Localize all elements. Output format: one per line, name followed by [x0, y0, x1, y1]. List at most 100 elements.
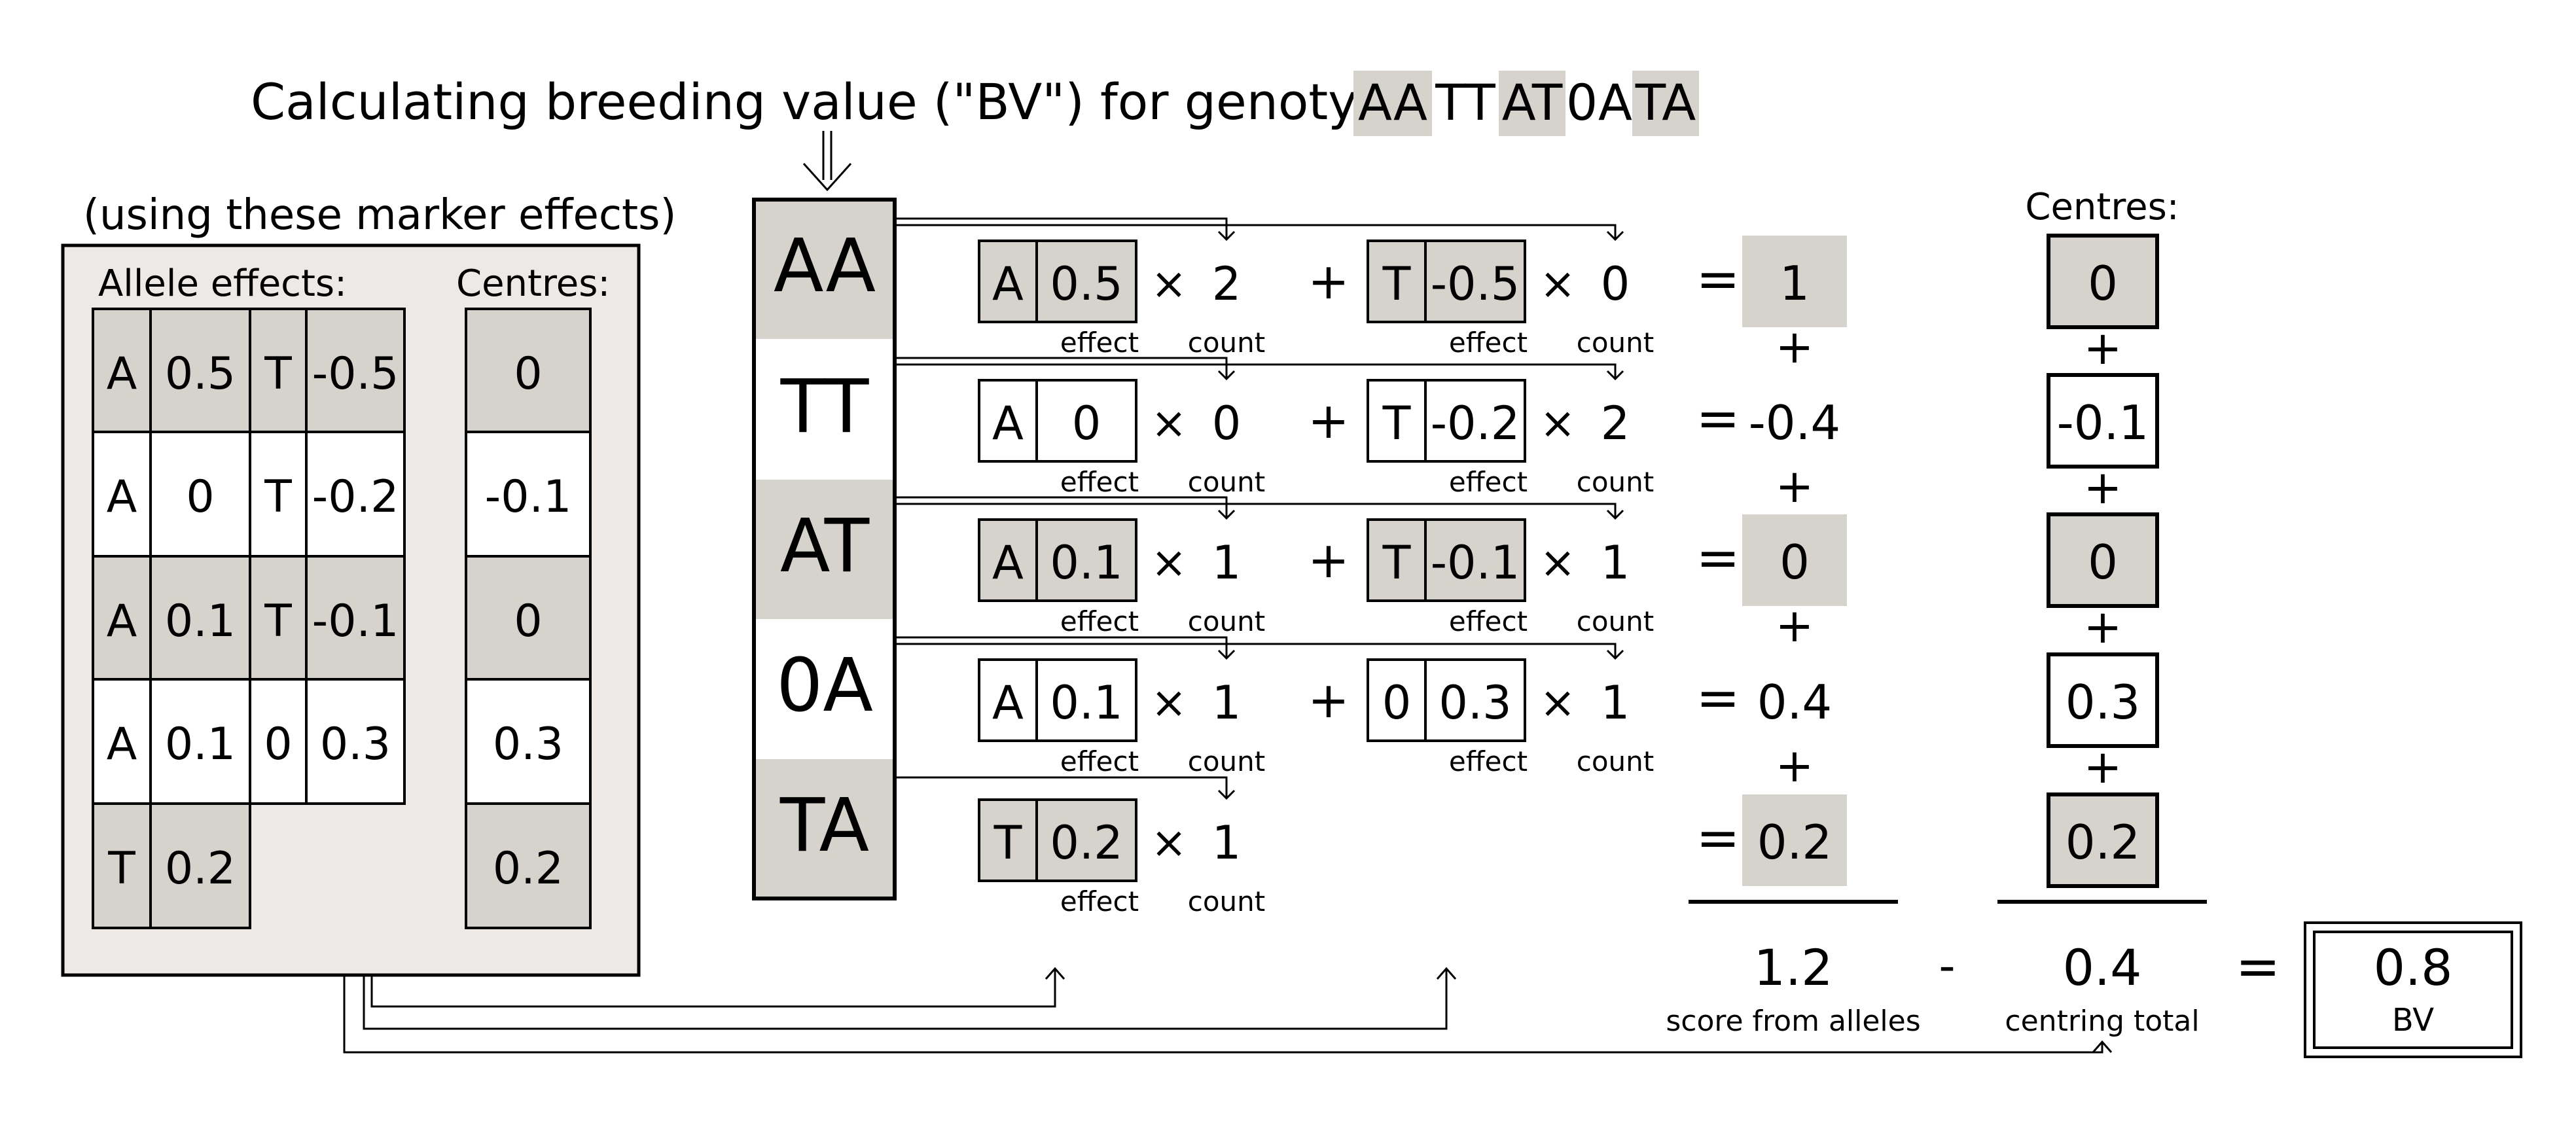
count-sublabel: count — [1188, 605, 1266, 637]
term-effect: -0.2 — [1431, 397, 1520, 450]
equals-sign: = — [1696, 808, 1740, 868]
connector-to-effect2 — [363, 969, 1448, 1030]
marker-row: T 0.2 0.2 — [92, 802, 592, 929]
count-connector — [895, 363, 1617, 379]
term-effect: 0.1 — [1050, 536, 1122, 590]
term-effect: 0.5 — [1050, 257, 1122, 311]
title-text: Calculating breeding value ("BV") for ge… — [251, 73, 1420, 131]
effect-sublabel: effect — [1449, 327, 1528, 359]
centre-box — [2047, 512, 2159, 608]
count-connector — [895, 217, 1228, 240]
centre-value: 0 — [2088, 256, 2118, 311]
term-count: 1 — [1212, 536, 1242, 590]
times-sign: × — [1539, 258, 1575, 309]
row-result: 0.4 — [1757, 675, 1833, 730]
count-sublabel: count — [1188, 885, 1266, 917]
title-group: Calculating breeding value ("BV") for ge… — [251, 71, 1699, 136]
count-sublabel: count — [1577, 466, 1655, 498]
term-allele: A — [992, 397, 1024, 450]
term-effect: 0 — [1072, 397, 1101, 450]
centring-value: 0.4 — [2063, 938, 2142, 997]
marker-allele-1: A — [107, 471, 137, 523]
arrowhead-icon — [1606, 509, 1624, 520]
genotype-cell — [754, 619, 895, 758]
arrowhead-icon — [1217, 230, 1236, 241]
centre-plus-sign: + — [2084, 740, 2122, 794]
arrowhead-icon — [1217, 509, 1236, 520]
times-sign: × — [1151, 537, 1187, 588]
marker-effect-1: 0.1 — [165, 719, 236, 770]
centre-box — [2047, 234, 2159, 329]
count-sublabel: count — [1188, 466, 1266, 498]
count-sublabel: count — [1577, 327, 1655, 359]
centres-column: Centres: 0+-0.1+0+0.3+0.2 — [2025, 186, 2179, 888]
effect-sublabel: effect — [1060, 466, 1139, 498]
marker-effect-1: 0.1 — [165, 596, 236, 647]
term-count: 1 — [1601, 536, 1630, 590]
term-effect: -0.5 — [1431, 257, 1520, 311]
term-allele: 0 — [1382, 676, 1412, 730]
genotype-cell — [754, 759, 895, 899]
marker-allele-1: T — [107, 843, 135, 895]
panel-caption: (using these marker effects) — [83, 191, 676, 240]
centre-box — [2047, 373, 2159, 469]
marker-effect-2: -0.1 — [312, 596, 399, 647]
marker-effect-1: 0.2 — [165, 843, 236, 895]
centring-label: centring total — [2005, 1005, 2199, 1038]
effect-sublabel: effect — [1449, 466, 1528, 498]
row-result: 0.2 — [1757, 815, 1833, 870]
effect-sublabel: effect — [1449, 745, 1528, 777]
marker-centre: 0 — [514, 348, 542, 400]
sum-plus-sign: + — [1776, 320, 1814, 374]
connector-to-centring — [343, 975, 2103, 1054]
plus-sign: + — [1308, 671, 1350, 729]
plus-sign: + — [1308, 531, 1350, 589]
marker-centre: 0.2 — [493, 843, 564, 895]
sum-plus-sign: + — [1776, 739, 1814, 792]
centre-value: -0.1 — [2057, 395, 2149, 450]
genotype-segment: AT — [1502, 73, 1563, 132]
effect-sublabel: effect — [1060, 605, 1139, 637]
marker-centre: 0.3 — [493, 719, 564, 770]
result-highlight — [1742, 514, 1847, 606]
down-arrow-icon — [802, 131, 852, 192]
marker-allele-2: 0 — [264, 719, 292, 770]
effect-sublabel: effect — [1060, 885, 1139, 917]
genotype-locus: 0A — [776, 643, 873, 728]
arrowhead-icon — [1436, 967, 1457, 980]
genotype-column-border — [752, 198, 897, 900]
centre-value: 0.3 — [2066, 675, 2141, 730]
marker-allele-1: A — [107, 719, 137, 770]
genotype-segment: A — [1598, 73, 1632, 132]
marker-allele-2: T — [264, 348, 292, 400]
count-sublabel: count — [1188, 327, 1266, 359]
times-sign: × — [1539, 677, 1575, 728]
effect-sublabel: effect — [1060, 745, 1139, 777]
row-result: 0 — [1780, 535, 1810, 590]
totals-row: 1.2 score from alleles - 0.4 centring to… — [1666, 900, 2522, 1058]
equals-sign: = — [1696, 667, 1740, 728]
term-allele: T — [1382, 397, 1411, 450]
centres-column-header: Centres: — [2025, 186, 2179, 228]
result-highlight — [1742, 236, 1847, 327]
times-sign: × — [1151, 817, 1187, 868]
marker-allele-2: T — [264, 471, 292, 523]
times-sign: × — [1151, 398, 1187, 448]
term-effect: -0.1 — [1431, 536, 1520, 590]
marker-allele-1: A — [107, 348, 137, 400]
final-equals-sign: = — [2236, 936, 2281, 998]
arrowhead-icon — [1606, 370, 1624, 381]
equals-sign: = — [1696, 249, 1740, 310]
bv-value: 0.8 — [2374, 938, 2453, 997]
genotype-highlight — [1632, 71, 1699, 136]
score-label: score from alleles — [1666, 1005, 1920, 1038]
centre-box — [2047, 792, 2159, 888]
